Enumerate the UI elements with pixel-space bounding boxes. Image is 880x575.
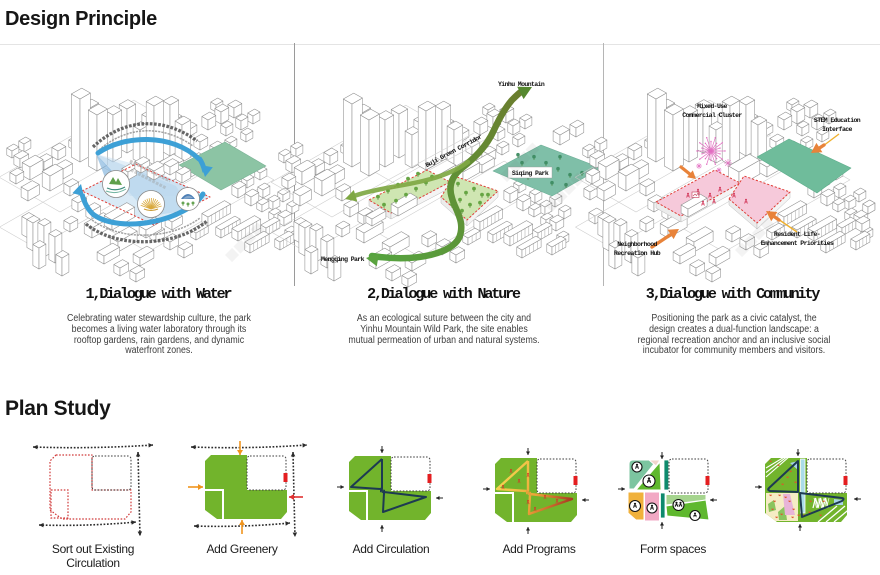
svg-text:STEM Education: STEM Education [814,117,861,124]
svg-text:Recreation Hub: Recreation Hub [614,250,661,257]
svg-text:Enhancement Priorities: Enhancement Priorities [761,240,834,247]
svg-text:Yinhu Mountain: Yinhu Mountain [498,81,545,88]
svg-text:Mengqing Park: Mengqing Park [321,256,365,263]
svg-text:Neighborhood: Neighborhood [617,241,657,248]
svg-text:Mixed-Use: Mixed-Use [697,103,727,110]
svg-text:Commercial Cluster: Commercial Cluster [682,112,742,119]
svg-text:Interface: Interface [822,126,852,133]
svg-text:Siqing Park: Siqing Park [512,170,549,177]
svg-text:Resident Life-: Resident Life- [774,231,820,238]
